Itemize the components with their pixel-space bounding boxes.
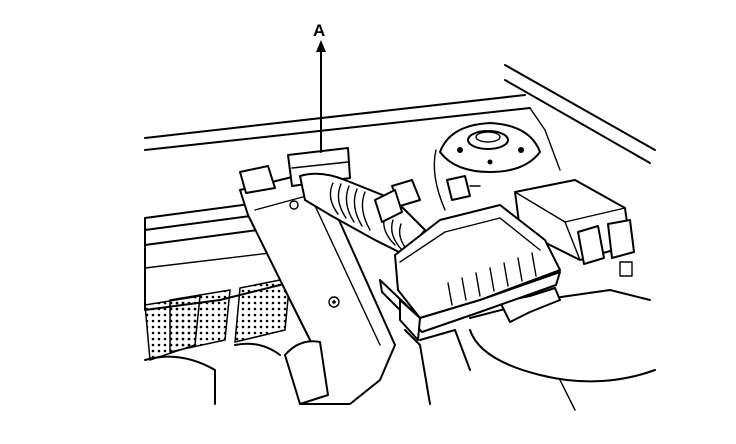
callout-leader — [316, 40, 326, 153]
strut-tower — [439, 122, 541, 173]
corrugated-hose — [299, 172, 426, 256]
arrow-up-icon — [316, 40, 326, 52]
lower-right-bracket — [469, 287, 656, 411]
air-cleaner-housing — [379, 204, 561, 405]
callout-label-a: A — [313, 21, 326, 40]
hood-outline — [144, 64, 656, 211]
sensor-connector — [446, 175, 481, 201]
intake-duct — [239, 174, 396, 405]
